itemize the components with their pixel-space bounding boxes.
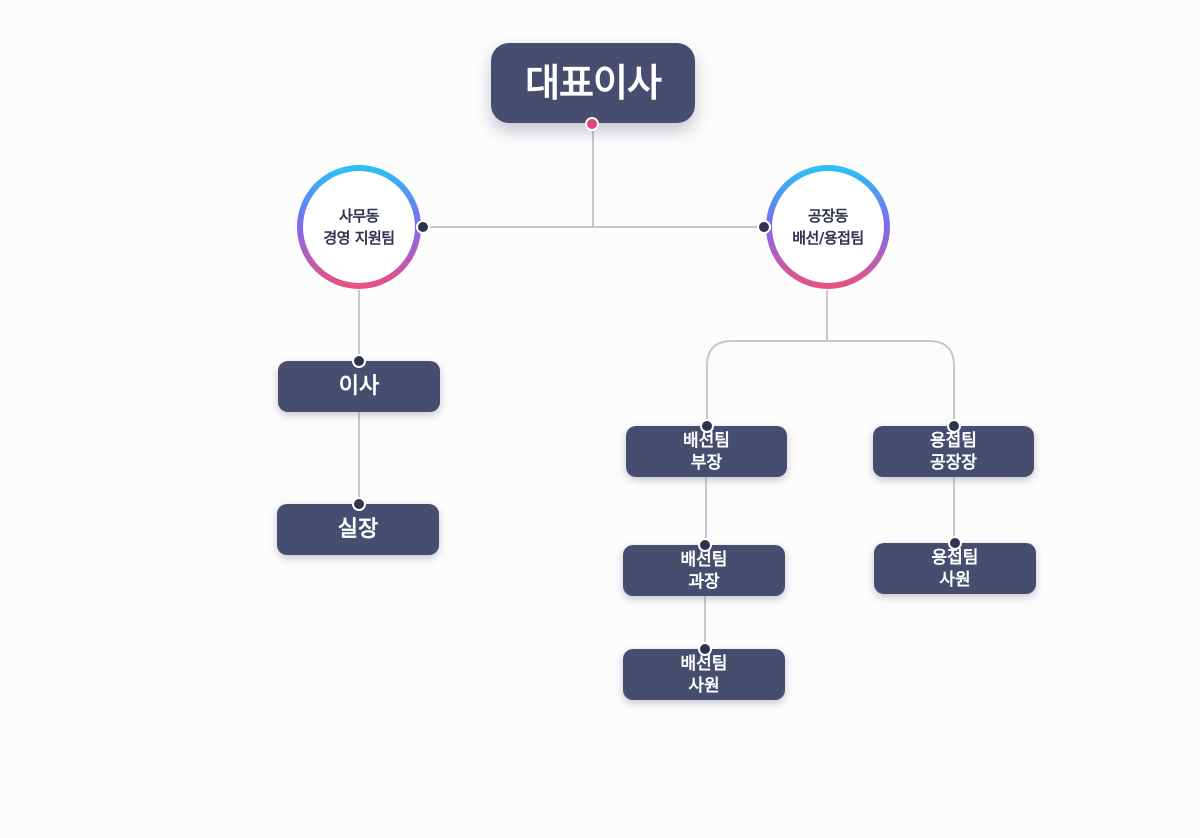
factory-division-inner: 공장동 배선/용접팀: [772, 171, 884, 283]
ceo-label: 대표이사: [525, 61, 662, 105]
welding-head-line1: 용접팀: [930, 430, 977, 451]
office-manager-label: 실장: [337, 516, 379, 542]
factory-division-node: 공장동 배선/용접팀: [766, 165, 890, 289]
wiring-lead-connector-dot: [698, 538, 712, 552]
ceo-connector-dot: [585, 117, 599, 131]
welding-staff-connector-dot: [948, 536, 962, 550]
office-division-line2: 경영 지원팀: [323, 229, 395, 247]
welding-head-line2: 공장장: [930, 452, 977, 473]
wiring-head-node: 배선팀 부장: [626, 426, 787, 477]
wiring-staff-line2: 사원: [688, 675, 720, 696]
wiring-staff-connector-dot: [698, 642, 712, 656]
director-connector-dot: [352, 354, 366, 368]
director-label: 이사: [338, 373, 380, 399]
welding-staff-line1: 용접팀: [931, 547, 979, 568]
welding-staff-line2: 사원: [939, 569, 971, 590]
wiring-head-line2: 부장: [690, 452, 723, 473]
factory-division-line2: 배선/용접팀: [792, 229, 864, 247]
office-manager-connector-dot: [352, 497, 366, 511]
director-node: 이사: [278, 361, 440, 412]
factory-connector-dot: [757, 220, 771, 234]
welding-staff-node: 용접팀 사원: [874, 543, 1036, 594]
wiring-lead-node: 배선팀 과장: [623, 545, 785, 596]
wiring-lead-line1: 배선팀: [680, 549, 728, 570]
office-division-inner: 사무동 경영 지원팀: [303, 171, 415, 283]
wiring-head-line1: 배선팀: [683, 430, 730, 451]
office-division-node: 사무동 경영 지원팀: [297, 165, 421, 289]
wiring-staff-node: 배선팀 사원: [623, 649, 785, 700]
ceo-node: 대표이사: [491, 43, 695, 123]
wiring-lead-line2: 과장: [688, 571, 720, 592]
connector-factory-to-teams: [706, 290, 955, 426]
wiring-staff-line1: 배선팀: [680, 653, 728, 674]
connector-root-to-divisions: [423, 124, 763, 228]
welding-head-connector-dot: [947, 419, 961, 433]
welding-head-node: 용접팀 공장장: [873, 426, 1034, 477]
office-division-line1: 사무동: [339, 207, 379, 225]
wiring-head-connector-dot: [700, 419, 714, 433]
office-manager-node: 실장: [277, 504, 439, 555]
factory-division-line1: 공장동: [808, 207, 848, 225]
office-connector-dot: [416, 220, 430, 234]
